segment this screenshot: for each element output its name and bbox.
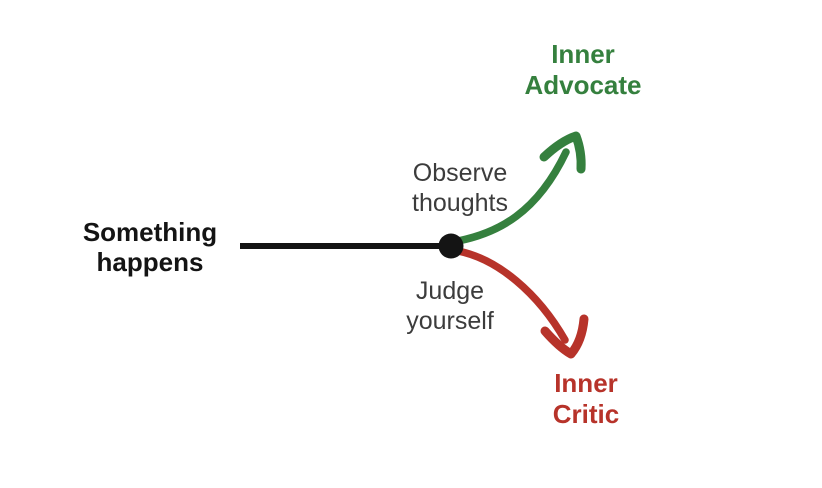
event-label-line1: Something [82, 217, 218, 247]
inner-critic-line1: Inner [554, 368, 618, 398]
advocate-arrowhead-icon [539, 131, 586, 174]
branch-point-dot [438, 233, 464, 259]
judge-yourself-line2: yourself [406, 307, 494, 335]
critic-arrowhead-icon [540, 314, 589, 359]
critic-curve [454, 247, 569, 344]
event-label: Something happens [83, 217, 217, 277]
judge-yourself-line1: Judge [415, 277, 485, 305]
judge-yourself-label: Judge yourself [406, 276, 494, 336]
inner-critic-label: Inner Critic [553, 368, 619, 430]
inner-advocate-line2: Advocate [524, 70, 642, 100]
advocate-curve [454, 148, 570, 245]
observe-thoughts-line1: Observe [412, 159, 508, 187]
inner-critic-line2: Critic [552, 399, 620, 429]
inner-advocate-line1: Inner [551, 39, 615, 69]
observe-thoughts-label: Observe thoughts [412, 158, 508, 218]
inner-advocate-label: Inner Advocate [524, 39, 641, 101]
observe-thoughts-line2: thoughts [412, 189, 508, 217]
event-label-line2: happens [96, 247, 204, 277]
